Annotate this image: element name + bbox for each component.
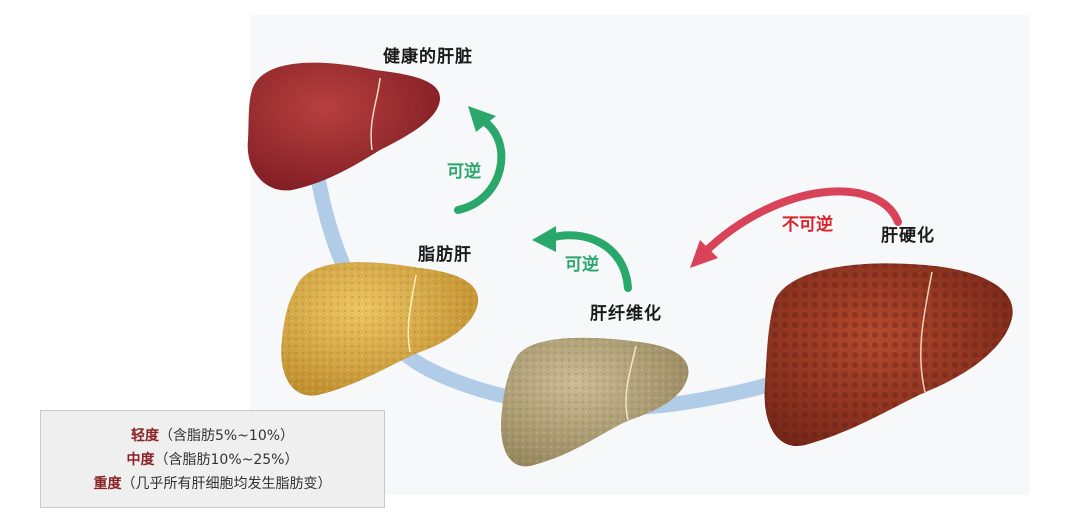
reversible-label-lower: 可逆: [565, 255, 599, 275]
irreversible-label: 不可逆: [782, 215, 833, 235]
legend-row-moderate: 中度（含脂肪10%~25%）: [127, 449, 299, 469]
fatty-liver-image: [281, 262, 479, 396]
legend-degree-moderate: 中度: [126, 452, 155, 468]
legend-detail-mild: （含脂肪5%~10%）: [158, 428, 295, 444]
stage-label-fibrosis: 肝纤维化: [590, 304, 662, 324]
stage-label-healthy: 健康的肝脏: [383, 47, 473, 67]
reversible-label-upper: 可逆: [447, 162, 481, 182]
severity-legend: 轻度（含脂肪5%~10%） 中度（含脂肪10%~25%） 重度（几乎所有肝细胞均…: [40, 410, 385, 508]
stage-label-fatty: 脂肪肝: [418, 245, 472, 265]
fibrosis-liver-image: [500, 337, 689, 467]
legend-detail-moderate: （含脂肪10%~25%）: [154, 452, 299, 468]
legend-degree-mild: 轻度: [130, 428, 159, 444]
legend-row-mild: 轻度（含脂肪5%~10%）: [131, 425, 294, 445]
legend-degree-severe: 重度: [93, 476, 122, 492]
irreversible-arrow: [690, 187, 902, 268]
legend-detail-severe: （几乎所有肝细胞均发生脂肪变）: [121, 476, 332, 492]
stage-label-cirrhosis: 肝硬化: [881, 226, 935, 246]
cirrhosis-liver-image: [764, 263, 1013, 446]
reversible-arrow-lower: [532, 226, 632, 292]
healthy-liver-image: [247, 62, 440, 191]
reversible-arrow-upper: [454, 106, 506, 214]
legend-row-severe: 重度（几乎所有肝细胞均发生脂肪变）: [94, 473, 332, 493]
